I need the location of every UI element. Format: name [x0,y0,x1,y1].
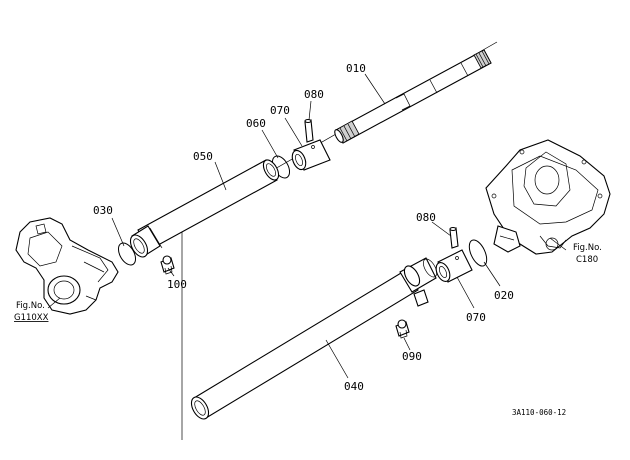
part-labels: 010 080 070 060 050 030 100 080 070 020 … [93,62,514,393]
right-fig-label: Fig.No. [573,243,602,253]
fitting-100 [160,255,175,275]
label-080-top: 080 [304,88,324,101]
drawing-code: 3A110-060-12 [512,408,566,417]
tube-040 [190,257,437,420]
label-020: 020 [494,289,514,302]
left-fig-code: G110XX [14,313,49,323]
label-040: 040 [344,380,364,393]
fitting-090 [395,319,410,339]
label-010: 010 [346,62,366,75]
label-100: 100 [167,278,187,291]
tube-050 [129,159,280,258]
coupling-070-top [291,139,331,171]
label-050: 050 [193,150,213,163]
right-fig-code: C180 [576,255,598,265]
label-060: 060 [246,117,266,130]
right-final-case [485,139,611,255]
oring-030 [117,242,137,266]
left-fig-label: Fig.No. [16,301,45,311]
oring-020 [468,239,488,267]
pin-080-low [449,226,459,249]
left-knuckle-housing [15,217,119,315]
label-090: 090 [402,350,422,363]
label-080-low: 080 [416,211,436,224]
coupling-070-low [435,249,473,283]
shaft-010 [334,49,492,144]
figure-refs: Fig.No. G110XX Fig.No. C180 [14,243,602,323]
label-070-low: 070 [466,311,486,324]
label-030: 030 [93,204,113,217]
pin-080-top [304,118,314,143]
leader-lines [47,73,567,379]
label-070-top: 070 [270,104,290,117]
